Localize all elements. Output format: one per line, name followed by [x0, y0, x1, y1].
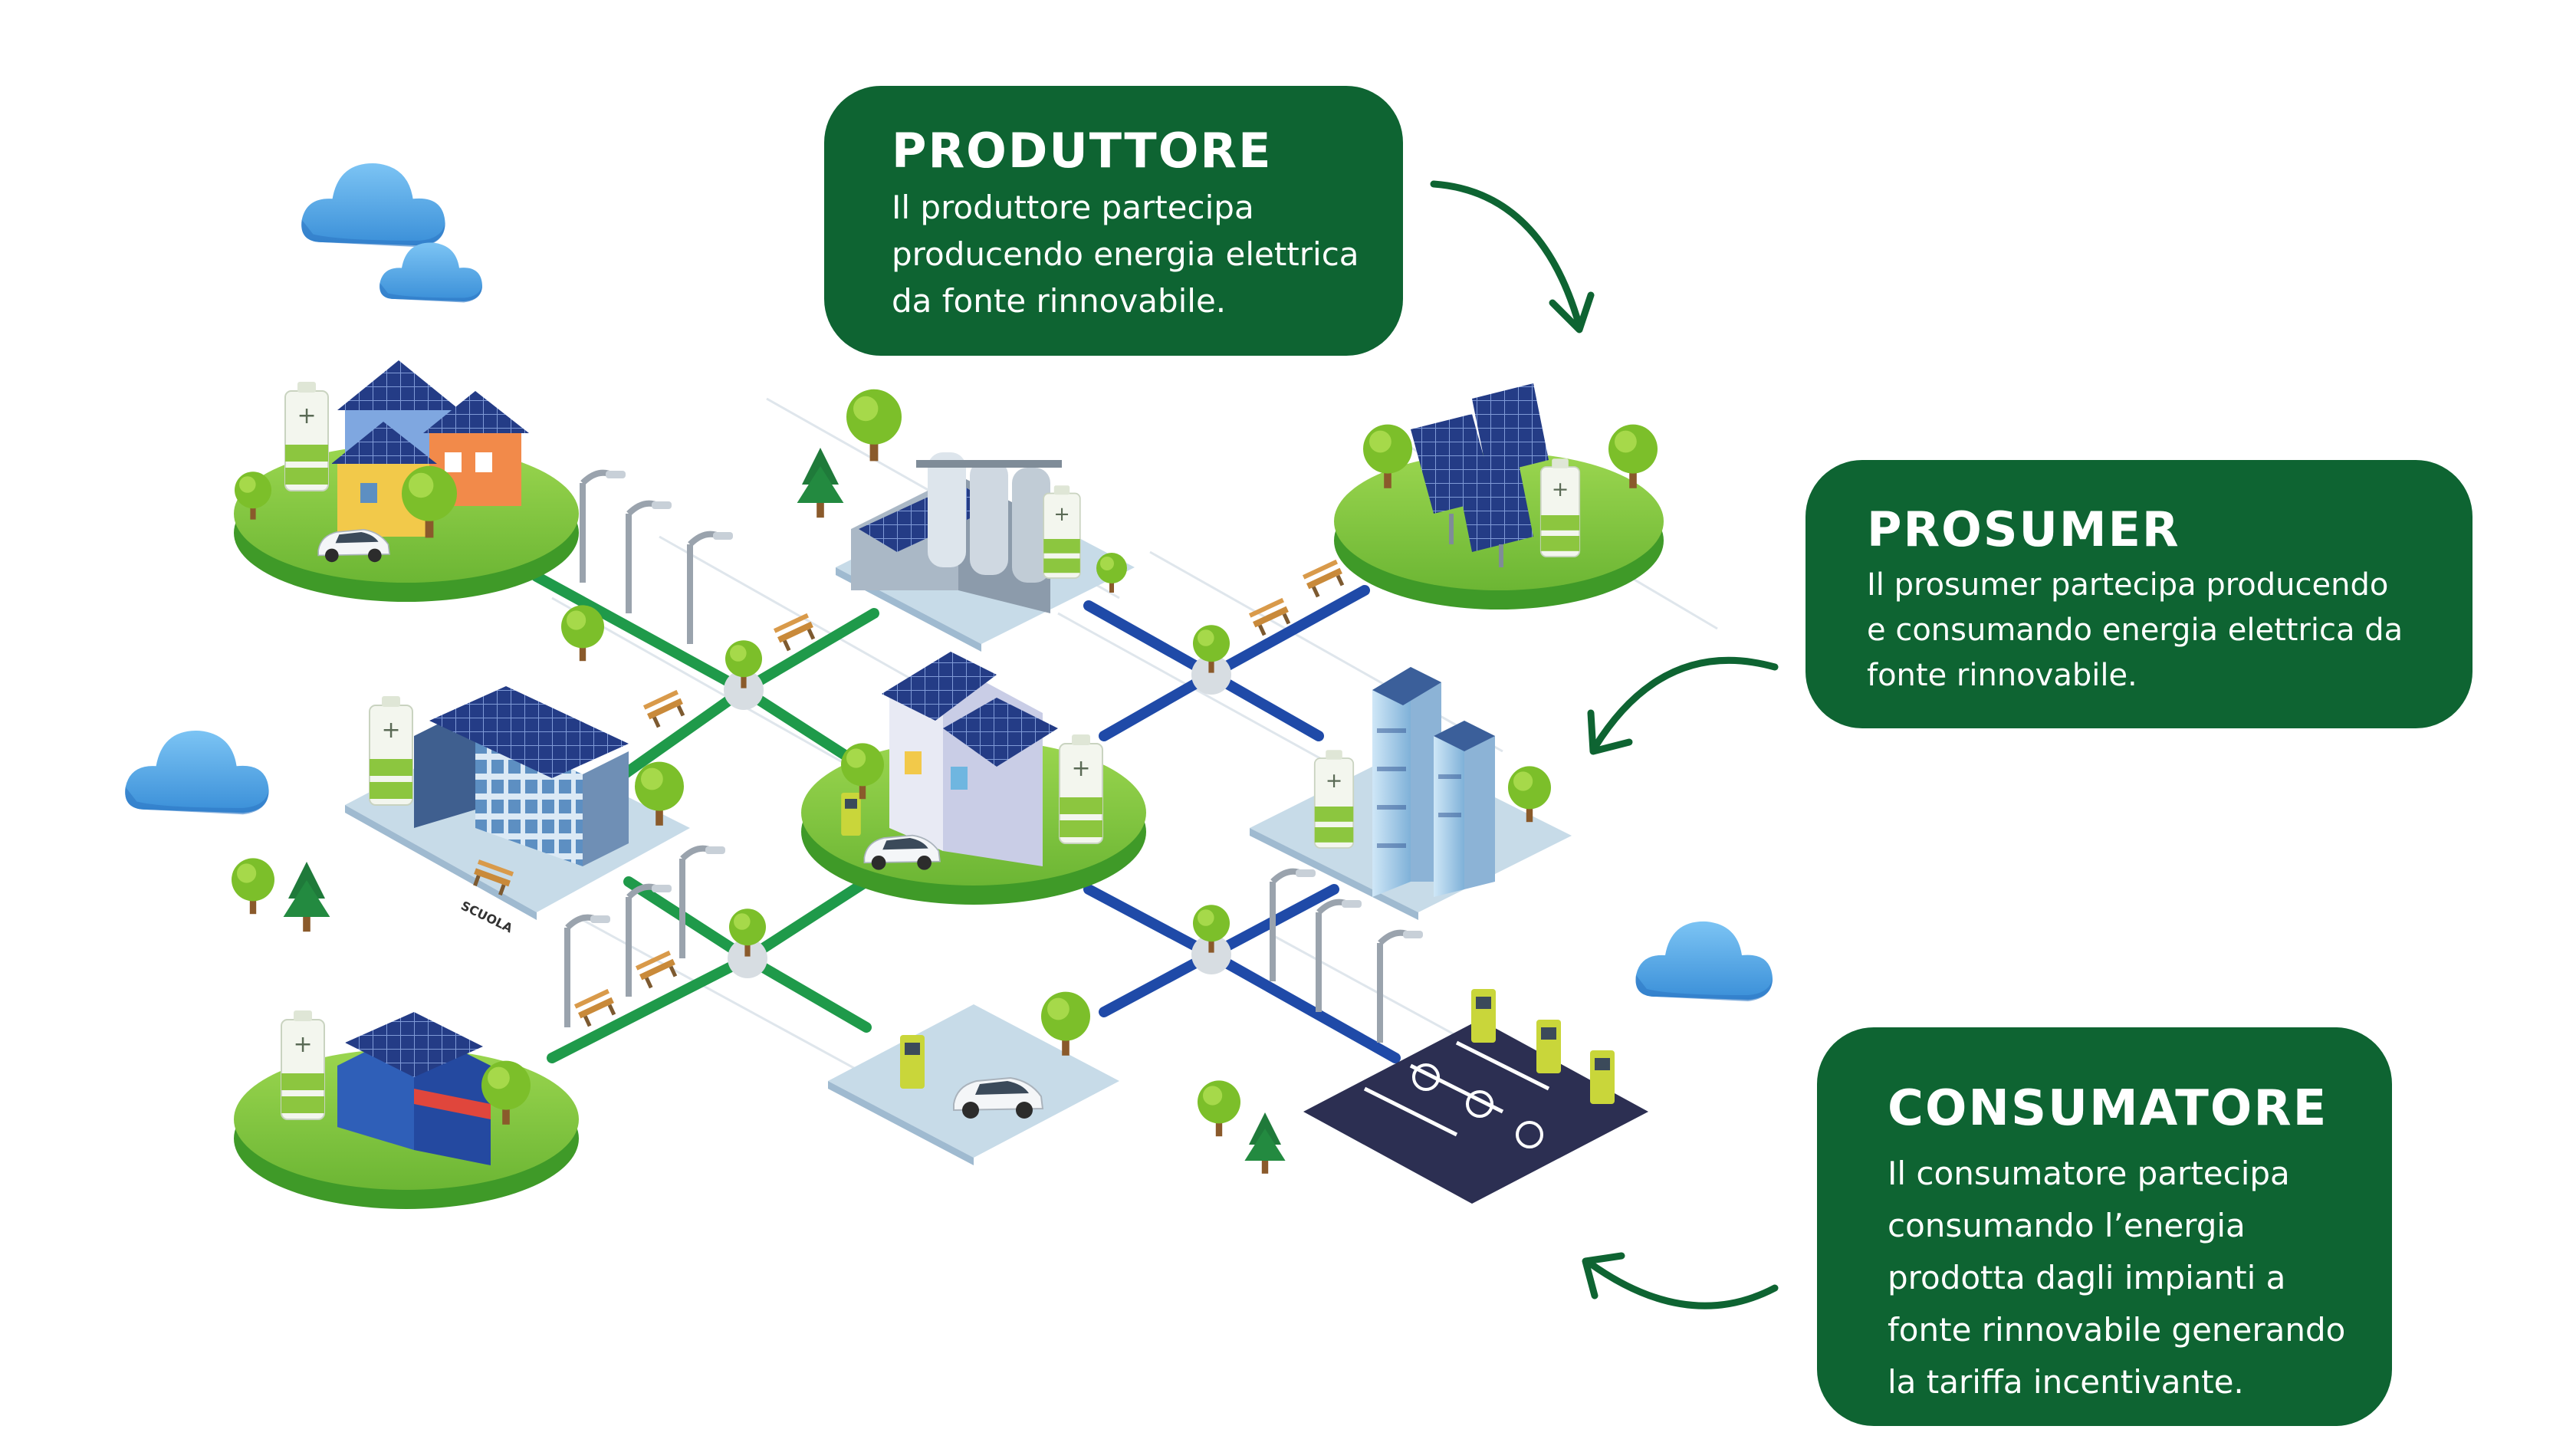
callout-text-line: fonte rinnovabile.	[1867, 658, 2137, 693]
prosumer-house-island	[801, 652, 1146, 905]
arrows	[1430, 180, 1779, 1309]
school-sign: SCUOLA	[458, 899, 515, 936]
street-lamp-icon	[580, 471, 626, 583]
factory-block	[797, 389, 1135, 652]
bench-icon	[1302, 559, 1347, 600]
bench-icon	[642, 689, 688, 730]
shop-island	[232, 858, 579, 1209]
callout-text-line: consumando l’energia	[1888, 1207, 2246, 1244]
pine-tree-icon	[1244, 1112, 1286, 1174]
arrow-icon-prosumer	[1587, 656, 1779, 755]
battery-icon	[281, 1010, 325, 1120]
callout-produttore: PRODUTTORE Il produttore partecipa produ…	[824, 86, 1403, 356]
callout-title: PROSUMER	[1867, 501, 2180, 557]
cloud-icon	[380, 242, 482, 303]
ev-charger-icon	[1590, 1050, 1615, 1104]
solar-farm-island	[1334, 383, 1664, 610]
street-lamp-icon	[687, 532, 733, 644]
callout-prosumer: PROSUMER Il prosumer partecipa producend…	[1806, 460, 2472, 728]
callout-text-line: producendo energia elettrica	[892, 235, 1359, 273]
battery-icon	[1043, 485, 1081, 579]
cloud-icon	[1635, 921, 1773, 1001]
callout-text-line: la tariffa incentivante.	[1888, 1363, 2244, 1401]
pine-tree-icon	[283, 862, 330, 932]
school-block: SCUOLA	[345, 686, 690, 936]
battery-icon	[1059, 734, 1103, 844]
battery-icon	[369, 695, 413, 806]
battery-icon	[1313, 749, 1355, 849]
street-lamp-icon	[1377, 931, 1423, 1043]
callout-text-line: fonte rinnovabile generando	[1888, 1311, 2346, 1349]
callout-text-line: Il consumatore partecipa	[1888, 1155, 2290, 1192]
street-lamp-icon	[626, 501, 672, 613]
tree-icon	[561, 605, 604, 662]
cloud-icon	[125, 731, 269, 815]
cloud-icon	[301, 163, 445, 248]
ev-charging-block	[828, 991, 1119, 1165]
tree-icon	[1198, 1080, 1240, 1137]
callout-text-line: da fonte rinnovabile.	[892, 282, 1227, 320]
bench-icon	[635, 950, 680, 991]
street-lamp-icon	[1316, 900, 1362, 1012]
ev-charger-icon	[1536, 1020, 1561, 1073]
city-block	[1250, 667, 1572, 920]
ev-charger-icon	[841, 793, 861, 836]
ev-charger-icon	[1471, 989, 1496, 1043]
callout-text-line: prodotta dagli impianti a	[1888, 1259, 2286, 1296]
battery-icon	[284, 381, 329, 491]
callout-consumatore: CONSUMATORE Il consumatore partecipa con…	[1817, 1027, 2392, 1426]
callout-title: PRODUTTORE	[892, 123, 1273, 179]
callout-text-line: Il produttore partecipa	[892, 189, 1254, 226]
residential-island	[234, 360, 579, 602]
callout-text-line: Il prosumer partecipa producendo	[1867, 567, 2389, 603]
callout-title: CONSUMATORE	[1888, 1080, 2328, 1137]
pine-tree-icon	[797, 448, 844, 518]
ev-parking-lot	[1198, 989, 1648, 1204]
arrow-icon-consumatore	[1582, 1252, 1779, 1309]
energy-grid	[531, 397, 1718, 1121]
battery-icon	[1539, 458, 1581, 557]
solar-panel-icon	[1411, 383, 1549, 567]
arrow-icon-produttore	[1430, 180, 1595, 334]
callout-text-line: e consumando energia elettrica da	[1867, 613, 2404, 648]
tree-icon	[846, 389, 902, 462]
tree-icon	[232, 858, 274, 915]
ev-charger-icon	[900, 1035, 925, 1089]
